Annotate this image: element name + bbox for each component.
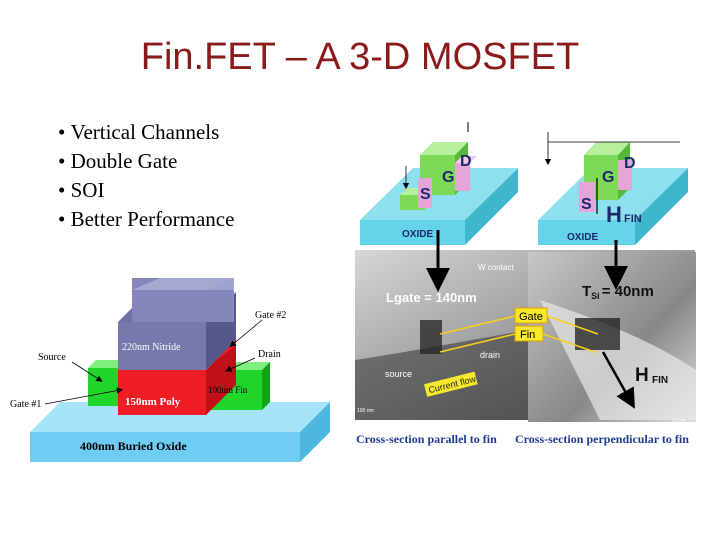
schematic-right-h-sub: FIN [624,213,642,225]
slide-title: Fin.FET – A 3-D MOSFET [140,36,580,78]
schematic-right-oxide: OXIDE [567,232,598,243]
schematic-right-d: D [624,155,636,172]
schematic-left-s: S [420,186,431,203]
hfin-sub-label: FIN [652,375,668,386]
fin-tag: Fin [520,329,535,341]
buried-oxide-side [300,402,330,462]
fin-label: 100nm Fin [208,385,248,395]
bullet-item: Vertical Channels [58,118,234,147]
schematic-left-oxide: OXIDE [402,229,433,240]
gate1-label: Gate #1 [10,399,41,410]
drain-label: Drain [258,349,281,360]
bullet-item: Double Gate [58,147,234,176]
schematic-right-g: G [602,169,614,186]
w-contact-label: W contact [478,263,514,272]
gate-tag: Gate [519,311,543,323]
finfet-device-diagram: 220nm Nitride 150nm Poly 100nm Fin 400nm… [10,278,330,462]
caption-perpendicular: Cross-section perpendicular to fin [515,432,689,446]
schematic-fin-height: OXIDE D G S H FIN [538,132,688,245]
poly-gate-block [118,370,206,415]
sem-micrographs: W contact Lgate = 140nm TSi= 40nm Gate F… [355,230,696,446]
schematic-double-gate: OXIDE D G S [360,122,518,245]
gate2-label: Gate #2 [255,310,286,321]
bullet-item: Better Performance [58,205,235,234]
buried-oxide-label: 400nm Buried Oxide [80,439,187,453]
schematic-right-h: H [606,202,622,227]
tsi-label: TSi= 40nm [582,283,654,301]
buried-oxide-front [30,432,300,462]
poly-gate-side [206,340,236,415]
source-pad [88,368,118,406]
hfin-label: H [635,365,649,386]
source-sem-label: source [385,369,412,379]
bullet-list: Vertical Channels Double Gate SOI Better… [58,118,235,234]
schematic-left-g: G [442,169,454,186]
poly-label: 150nm Poly [125,396,181,408]
bullet-item: SOI [58,176,234,205]
scale-right: 10 nm [672,418,686,424]
schematic-left-d: D [460,153,472,170]
scale-left: 100 nm [357,408,374,414]
caption-parallel: Cross-section parallel to fin [356,432,497,446]
drain-sem-label: drain [480,350,500,360]
schematic-right-s: S [581,196,592,213]
source-label: Source [38,352,66,363]
nitride-block [118,322,206,370]
nitride-label: 220nm Nitride [122,342,181,353]
lgate-label: Lgate = 140nm [386,290,477,305]
